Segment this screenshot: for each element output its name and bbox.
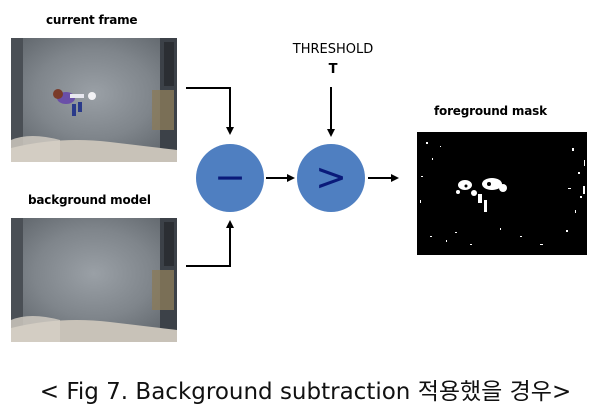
background-model-label: background model	[28, 193, 151, 207]
subtract-operator-symbol: −	[214, 155, 246, 199]
compare-operator-circle	[297, 144, 365, 212]
arrow-current-to-subtract	[186, 87, 234, 135]
background-model-image	[11, 218, 177, 342]
current-frame-image	[11, 38, 177, 162]
threshold-label: THRESHOLD	[292, 42, 374, 57]
subtract-operator-circle	[196, 144, 264, 212]
figure-caption: < Fig 7. Background subtraction 적용했을 경우>	[39, 379, 572, 405]
threshold-symbol: T	[328, 62, 338, 77]
foreground-mask-image	[417, 132, 587, 255]
compare-operator-symbol: >	[315, 155, 347, 199]
current-frame-label: current frame	[46, 13, 138, 27]
foreground-mask-label: foreground mask	[434, 104, 547, 118]
arrow-background-to-subtract	[186, 220, 234, 267]
arrows	[186, 87, 399, 267]
